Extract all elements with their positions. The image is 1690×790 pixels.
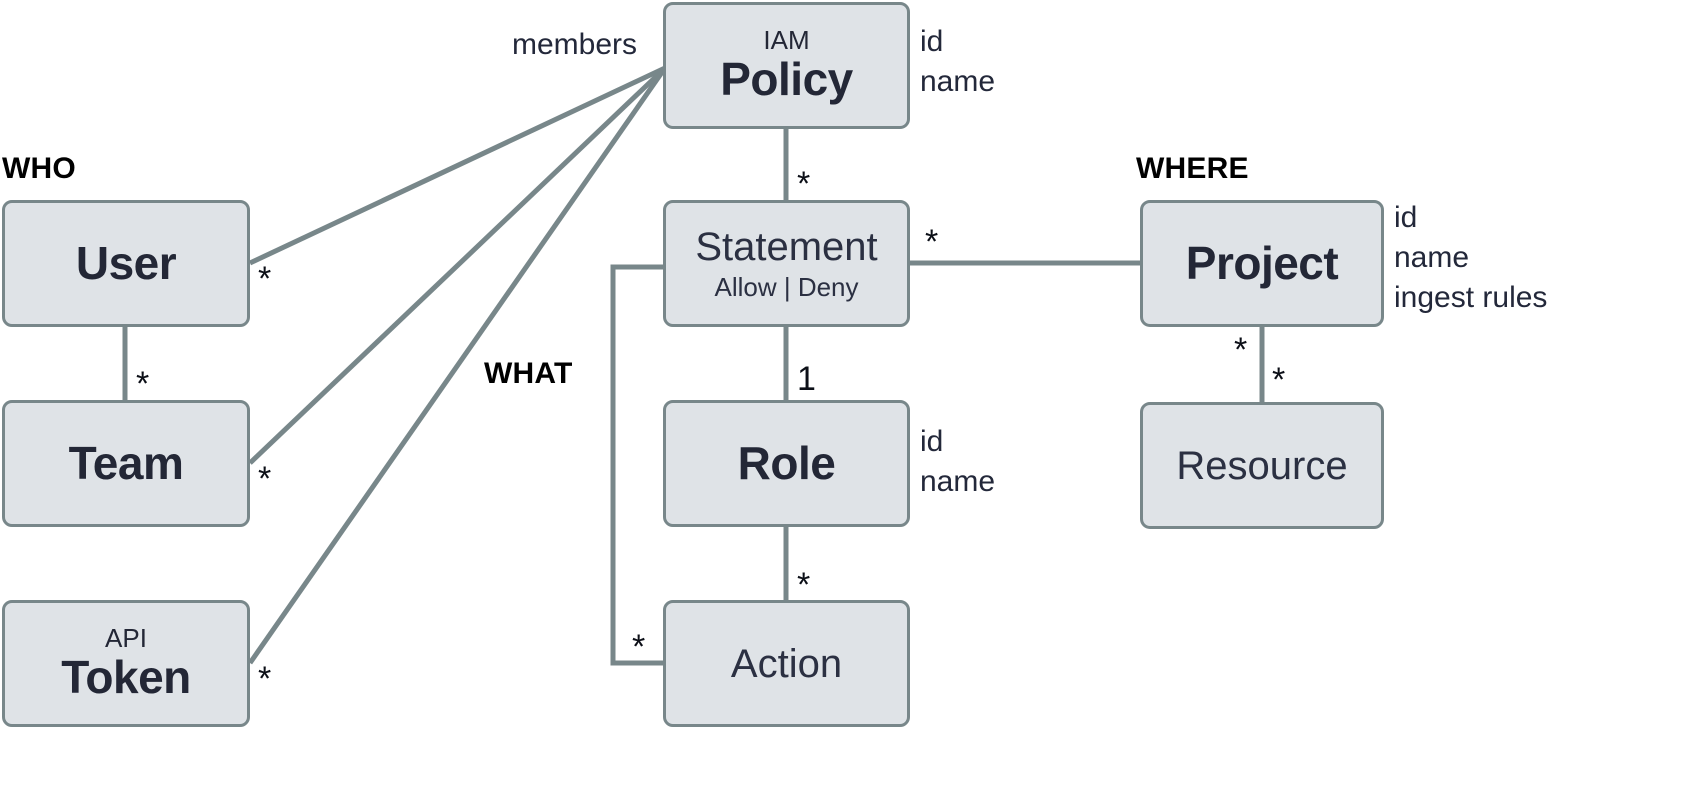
- edge-team-policy: [248, 66, 667, 465]
- mult-user-policy: *: [258, 260, 272, 298]
- node-api-token-title: Token: [61, 650, 191, 703]
- mult-team-policy: *: [258, 460, 272, 498]
- attrs-role: id name: [920, 422, 995, 502]
- node-resource-title: Resource: [1176, 443, 1348, 488]
- attrs-role-line-1: name: [920, 464, 996, 498]
- node-project[interactable]: Project: [1140, 200, 1384, 327]
- node-team[interactable]: Team: [2, 400, 250, 527]
- mult-statement-action: *: [632, 628, 646, 666]
- attrs-project-line-0: id: [1394, 201, 1418, 234]
- node-user-title: User: [75, 237, 177, 290]
- attrs-policy: id name: [920, 22, 995, 102]
- edge-label-members: members: [512, 28, 638, 61]
- mult-project-resource-b: *: [1272, 361, 1286, 399]
- edge-user-policy: [248, 65, 667, 266]
- group-label-who: WHO: [2, 152, 76, 185]
- edge-statement-action: [610, 264, 663, 666]
- node-policy-title: Policy: [720, 52, 853, 105]
- mult-user-team: *: [136, 365, 150, 403]
- mult-policy-statement: *: [797, 165, 811, 203]
- mult-project-resource-a: *: [1234, 331, 1248, 369]
- node-policy[interactable]: IAM Policy: [663, 2, 910, 129]
- attrs-project-line-2: ingest rules: [1394, 280, 1548, 314]
- node-role[interactable]: Role: [663, 400, 910, 527]
- edge-token-policy: [247, 66, 668, 665]
- node-statement-subtitle: Allow | Deny: [714, 272, 859, 303]
- attrs-project-line-1: name: [1394, 240, 1470, 274]
- mult-token-policy: *: [258, 660, 272, 698]
- attrs-role-line-0: id: [920, 425, 944, 458]
- group-label-what: WHAT: [484, 357, 573, 390]
- node-policy-kicker: IAM: [763, 24, 810, 55]
- attrs-policy-line-0: id: [920, 25, 944, 58]
- node-statement[interactable]: Statement Allow | Deny: [663, 200, 910, 327]
- node-statement-title: Statement: [695, 225, 878, 270]
- node-project-title: Project: [1185, 237, 1339, 290]
- attrs-project: id name ingest rules: [1394, 198, 1547, 318]
- node-api-token[interactable]: API Token: [2, 600, 250, 727]
- mult-role-action: *: [797, 566, 811, 604]
- node-resource[interactable]: Resource: [1140, 402, 1384, 529]
- group-label-where: WHERE: [1136, 152, 1249, 185]
- node-user[interactable]: User: [2, 200, 250, 327]
- node-role-title: Role: [737, 437, 836, 490]
- mult-statement-project: *: [925, 223, 939, 261]
- node-action-title: Action: [730, 641, 843, 686]
- node-team-title: Team: [68, 437, 184, 490]
- node-api-token-kicker: API: [105, 622, 147, 653]
- node-action[interactable]: Action: [663, 600, 910, 727]
- mult-statement-role: 1: [797, 360, 816, 398]
- attrs-policy-line-1: name: [920, 64, 996, 98]
